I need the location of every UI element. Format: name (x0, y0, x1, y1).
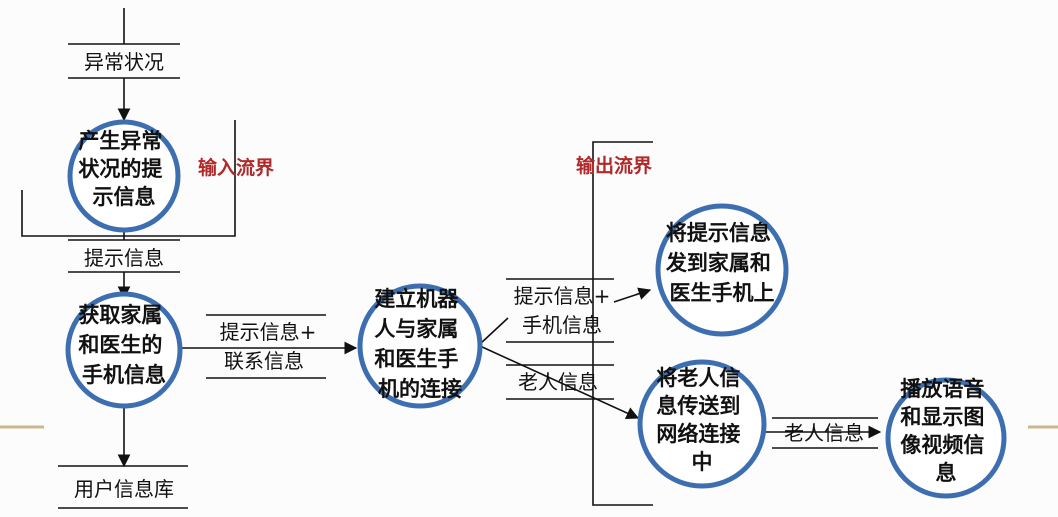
input-boundary-bracket (21, 120, 236, 237)
svg-text:将老人信 息传送到 网络连接: 将老人信 息传送到 网络连接 中 (656, 366, 747, 474)
output-boundary-bracket (592, 141, 653, 506)
svg-text:将提示信息 发到家属和 医生手机上: 将提示信息 发到家属和 医生手机上 (665, 221, 778, 305)
process-generate-alert: 产生异常 状况的提 示信息 (67, 119, 181, 233)
output-boundary-label: 输出流界 (576, 154, 652, 177)
svg-text:老人信息: 老人信息 (784, 421, 864, 445)
process-get-contacts: 获取家属 和医生的 手机信息 (65, 291, 183, 409)
flow-label-anomaly: 异常状况 (68, 43, 180, 79)
svg-text:建立机器 人与家属 和医生手: 建立机器 人与家属 和医生手 机的连接 (374, 287, 465, 401)
edge-to-send-phone (613, 287, 652, 303)
flow-label-elder-info-2: 老人信息 (772, 417, 878, 449)
process-build-connection: 建立机器 人与家属 和医生手 机的连接 (357, 283, 483, 409)
svg-text:老人信息: 老人信息 (518, 370, 598, 394)
flow-label-alert-info: 提示信息 (68, 239, 180, 273)
svg-text:提示信息+: 提示信息+ (514, 284, 611, 308)
process-send-to-network: 将老人信 息传送到 网络连接 中 (637, 359, 767, 489)
svg-text:产生异常 状况的提 示信息: 产生异常 状况的提 示信息 (78, 129, 169, 209)
svg-text:播放语音 和显示图 像视频信: 播放语音 和显示图 像视频信 息 (900, 377, 991, 485)
data-store-user-db: 用户信息库 (58, 465, 188, 509)
svg-text:提示信息+: 提示信息+ (220, 320, 317, 344)
svg-text:手机信息: 手机信息 (522, 313, 602, 337)
input-boundary-label: 输入流界 (198, 156, 274, 179)
svg-text:提示信息: 提示信息 (84, 246, 164, 270)
svg-text:用户信息库: 用户信息库 (74, 477, 174, 501)
svg-text:联系信息: 联系信息 (224, 349, 304, 373)
svg-text:获取家属 和医生的 手机信息: 获取家属 和医生的 手机信息 (78, 303, 169, 387)
flow-label-alert-contact: 提示信息+ 联系信息 (206, 314, 326, 379)
flow-label-alert-phone: 提示信息+ 手机信息 (506, 278, 614, 343)
edge-connection-branch-up (479, 317, 509, 345)
flow-label-elder-info-1: 老人信息 (506, 364, 614, 400)
svg-text:异常状况: 异常状况 (84, 50, 164, 74)
process-send-to-phone: 将提示信息 发到家属和 医生手机上 (655, 203, 789, 337)
edge-connection-to-network (479, 345, 640, 420)
process-play-media: 播放语音 和显示图 像视频信 息 (885, 377, 1007, 499)
